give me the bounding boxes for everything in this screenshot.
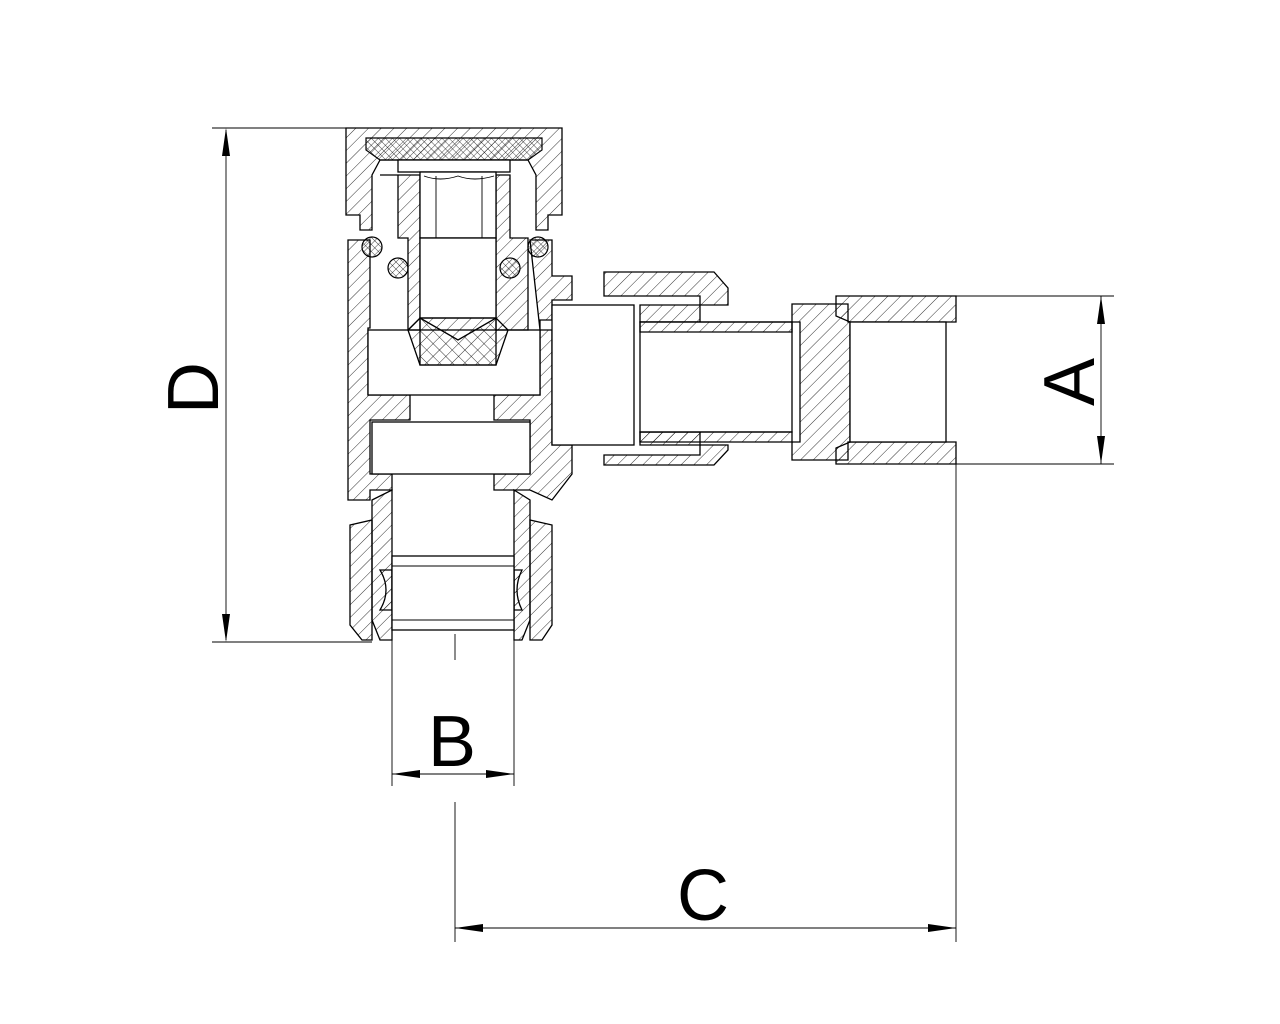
side-outlet (551, 271, 957, 466)
tail-fitting (791, 303, 851, 461)
spindle (380, 171, 529, 366)
spindle-stem (419, 237, 497, 319)
spindle-head (419, 171, 497, 239)
tailpiece (551, 304, 635, 446)
cap-insert (365, 137, 543, 161)
dimension-label-a: A (1030, 358, 1110, 406)
o-ring-left-top (361, 236, 383, 258)
valve-body (347, 239, 573, 501)
outlet-tube (639, 321, 793, 433)
dimension-lines (212, 127, 1114, 942)
cap-ring (397, 159, 511, 173)
o-rings (361, 236, 549, 279)
dimension-label-c: C (677, 856, 729, 936)
o-ring-right (499, 257, 521, 279)
union-nut-bottom (603, 444, 729, 466)
o-ring-right-top (527, 236, 549, 258)
o-ring-left (387, 257, 409, 279)
dimension-label-d: D (154, 362, 234, 414)
bottom-connector (349, 488, 553, 641)
cap (345, 127, 563, 231)
inner-passage (371, 421, 531, 475)
union-nut-top (603, 271, 729, 306)
dimension-label-b: B (428, 702, 476, 782)
female-thread-bore (849, 321, 947, 443)
inlet-pipe (391, 555, 515, 631)
